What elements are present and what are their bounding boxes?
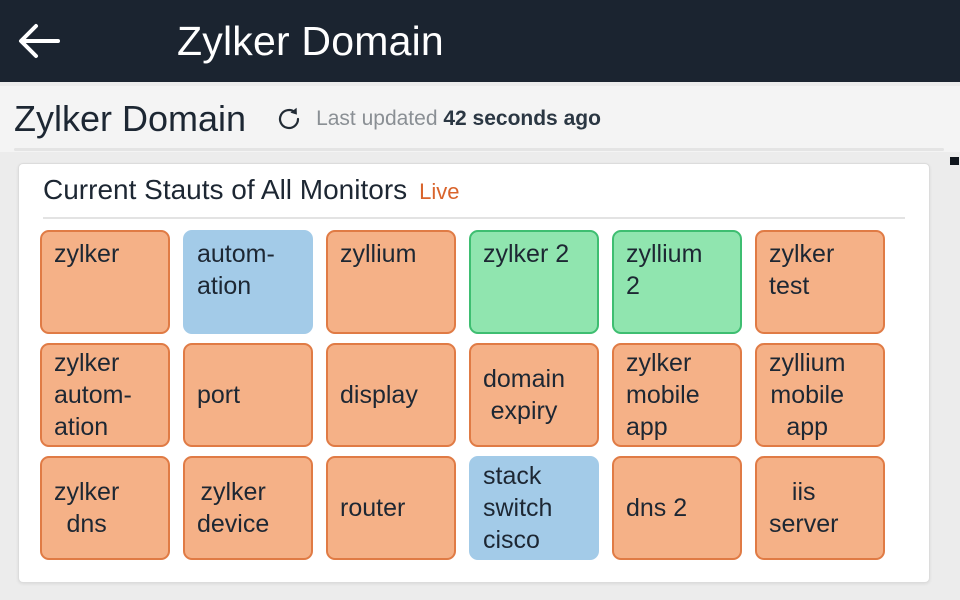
app-bar-title: Zylker Domain xyxy=(177,17,444,64)
live-badge: Live xyxy=(419,179,460,204)
app-bar: Zylker Domain xyxy=(0,0,960,82)
monitor-tile[interactable]: port xyxy=(183,343,313,447)
monitor-tile-label: zylker xyxy=(54,240,120,268)
monitor-tile[interactable]: zyllium xyxy=(326,230,456,334)
scroll-edge-marker xyxy=(950,157,959,165)
monitor-tile-label: zyllium xyxy=(340,240,417,268)
card-divider xyxy=(43,217,905,219)
card-header: Current Stauts of All Monitors Live xyxy=(19,164,929,204)
back-button[interactable] xyxy=(0,0,76,82)
monitor-tile-label: router xyxy=(340,494,406,522)
refresh-button[interactable] xyxy=(276,106,302,132)
monitors-status-card: Current Stauts of All Monitors Live zylk… xyxy=(18,163,930,583)
card-title: Current Stauts of All Monitors xyxy=(43,174,408,205)
monitor-tile[interactable]: zylker xyxy=(40,230,170,334)
sub-header: Zylker Domain Last updated 42 seconds ag… xyxy=(0,86,960,152)
monitor-tile-label: display xyxy=(340,381,418,409)
monitor-tile-label: port xyxy=(197,381,241,409)
monitor-tile[interactable]: zylker 2 xyxy=(469,230,599,334)
last-updated-text: Last updated 42 seconds ago xyxy=(316,107,601,131)
monitor-tile-label: autom-ation xyxy=(197,240,275,300)
monitor-tile[interactable]: router xyxy=(326,456,456,560)
monitor-tile[interactable]: dns 2 xyxy=(612,456,742,560)
monitor-tile[interactable]: display xyxy=(326,343,456,447)
monitor-tile-label: zylker 2 xyxy=(483,240,570,268)
monitor-tile[interactable]: autom-ation xyxy=(183,230,313,334)
last-updated-value: 42 seconds ago xyxy=(443,107,601,130)
last-updated-prefix: Last updated xyxy=(316,107,438,130)
arrow-left-icon xyxy=(14,21,62,61)
refresh-icon xyxy=(276,106,302,132)
sub-header-divider xyxy=(14,148,944,151)
page-title: Zylker Domain xyxy=(14,98,247,139)
monitor-tile-label: dns 2 xyxy=(626,494,688,522)
